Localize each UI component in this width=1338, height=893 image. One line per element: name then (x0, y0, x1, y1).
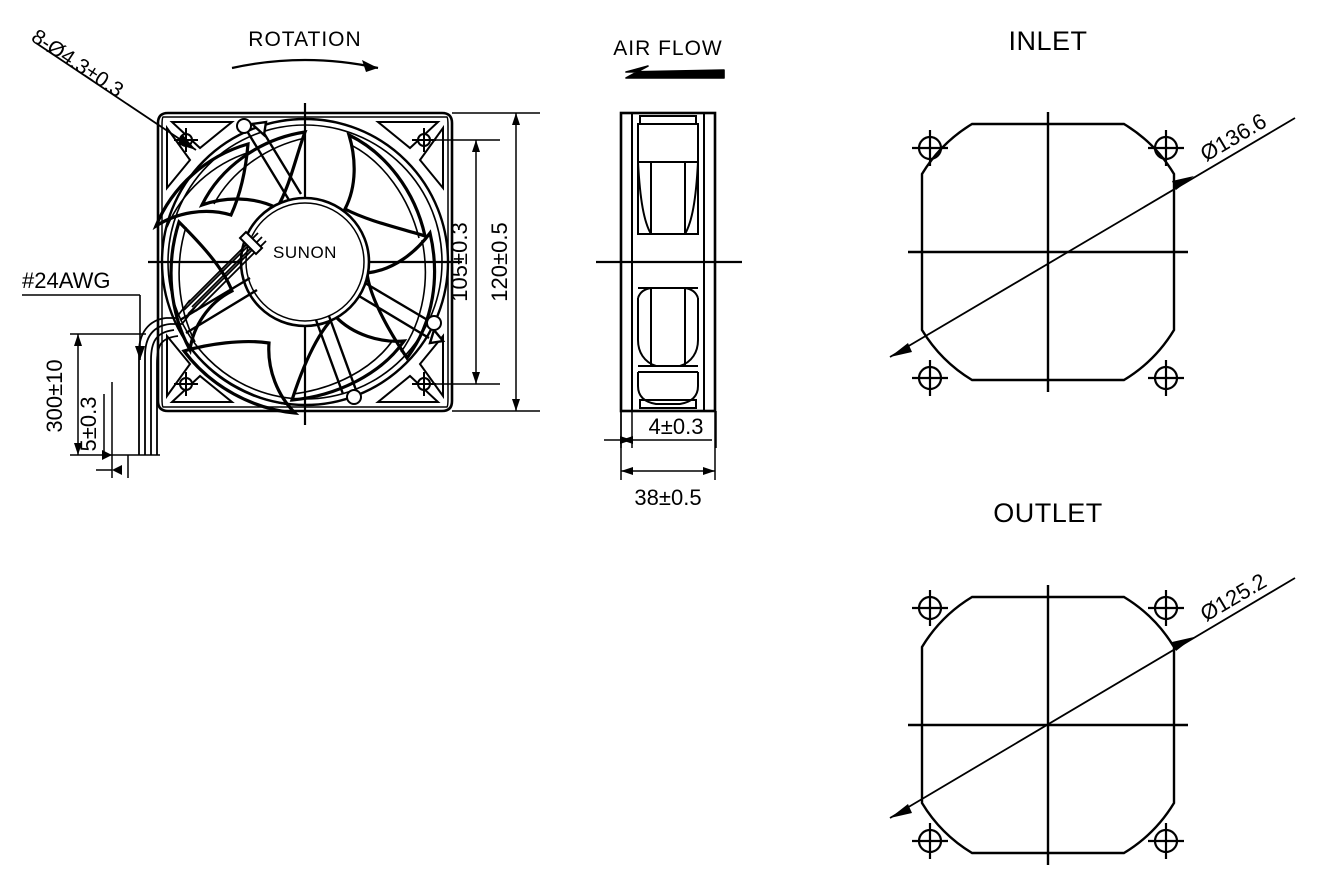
strut-screw-holes (236, 118, 442, 405)
side-lower-detail (637, 287, 699, 409)
wire-length-dimension (70, 333, 160, 456)
impeller-blades (152, 130, 437, 416)
fan-struts (179, 120, 446, 345)
frame-size-dimension (452, 112, 540, 412)
fan-frame-outline (156, 111, 454, 413)
rotation-indicator (231, 58, 379, 72)
overall-depth-dimension (620, 411, 716, 480)
mounting-pitch-value: 105±0.3 (447, 222, 472, 301)
wire-length-value: 300±10 (42, 359, 67, 432)
inlet-diameter-leader (889, 117, 1296, 358)
frame-size-value: 120±0.5 (487, 222, 512, 301)
inlet-mounting-holes (912, 130, 1184, 396)
rotation-label: ROTATION (248, 28, 361, 51)
wire-strip-dimension (96, 382, 129, 478)
hole-callout-leader (35, 42, 197, 151)
inlet-centerlines (908, 112, 1188, 392)
side-body-flanges (631, 113, 705, 411)
outlet-diameter-leader (889, 577, 1296, 819)
side-upper-detail (637, 115, 699, 235)
wire-strip-value: 5±0.3 (76, 397, 101, 452)
airflow-arrow (625, 65, 725, 79)
side-view: AIR FLOW (596, 37, 742, 510)
fan-brand-label: SUNON (273, 243, 337, 262)
overall-depth-value: 38±0.5 (634, 485, 701, 510)
inlet-title: INLET (1008, 26, 1087, 56)
fan-strut-3 (314, 315, 358, 395)
inlet-view: INLET Ø136.6 (889, 26, 1296, 396)
mounting-pitch-dimension (430, 139, 500, 385)
wire-gauge-label: #24AWG (22, 268, 110, 293)
outlet-title: OUTLET (993, 498, 1103, 528)
outlet-octagon-outline (920, 595, 1176, 855)
airflow-label: AIR FLOW (613, 37, 723, 60)
flange-thickness-dimension (604, 411, 717, 448)
flange-thickness-value: 4±0.3 (649, 414, 704, 439)
wire-gauge-leader (22, 294, 145, 360)
wire-bundle (166, 230, 267, 325)
side-body-outline (619, 111, 717, 413)
outlet-view: OUTLET Ø125.2 (889, 498, 1296, 865)
fan-hub (239, 196, 371, 328)
outlet-mounting-holes (912, 590, 1184, 859)
